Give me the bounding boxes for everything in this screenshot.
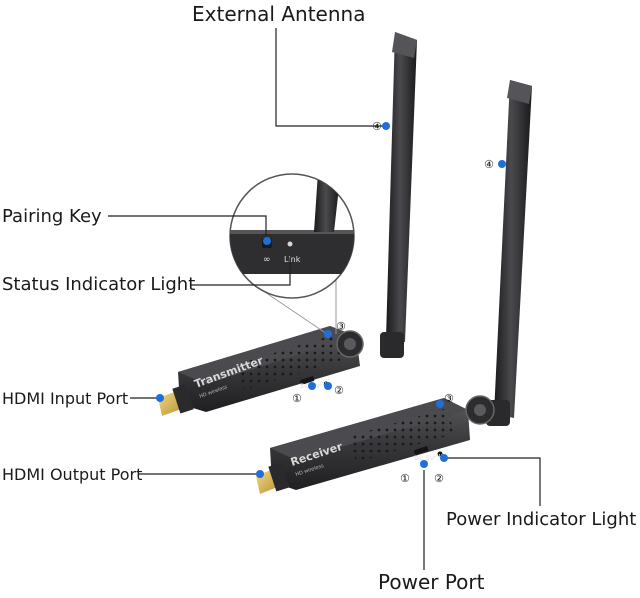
marker-1-rx: ① (400, 472, 410, 485)
leader-power-indicator (444, 457, 541, 506)
marker-3-rx: ③ (444, 392, 454, 405)
transmitter-device (158, 326, 364, 416)
marker-2-tx: ② (334, 384, 344, 397)
dot-rx-power-port (420, 460, 428, 468)
label-hdmi-input-port: HDMI Input Port (2, 389, 129, 408)
leader-pairing-key (108, 215, 267, 236)
pairing-symbol-text: ∞ (263, 255, 271, 265)
label-pairing-key: Pairing Key (2, 206, 102, 227)
marker-1-tx: ① (292, 392, 302, 405)
receiver-device (256, 395, 495, 494)
dot-hdmi-input (156, 394, 164, 402)
label-external-antenna: External Antenna (192, 2, 366, 26)
leader-status-light (190, 258, 291, 286)
dot-tx-antenna-mount (324, 330, 332, 338)
transmitter-antenna (380, 32, 417, 358)
dot-pairing-key (263, 237, 271, 245)
label-power-indicator-light: Power Indicator Light (446, 509, 637, 530)
receiver-pwr-text: PWR (434, 454, 446, 460)
marker-4-tx: ④ (372, 120, 382, 133)
receiver-dc5v-text: DC 5V (414, 455, 435, 462)
marker-dots (156, 122, 506, 478)
leader-external-antenna (275, 28, 384, 127)
dot-tx-power-light (324, 382, 332, 390)
dot-tx-antenna (382, 122, 390, 130)
dot-rx-antenna (498, 160, 506, 168)
label-power-port: Power Port (378, 570, 485, 594)
marker-2-rx: ② (434, 472, 444, 485)
receiver-antenna (486, 80, 532, 426)
dot-hdmi-output (256, 470, 264, 478)
dot-tx-power-port (308, 382, 316, 390)
label-hdmi-output-port: HDMI Output Port (2, 465, 143, 484)
dot-rx-antenna-mount (436, 400, 444, 408)
link-text: Link (284, 255, 301, 264)
label-status-indicator-light: Status Indicator Light (2, 274, 196, 295)
magnifier-callout (229, 173, 355, 299)
leader-lines (108, 28, 541, 570)
marker-3-tx: ③ (336, 320, 346, 333)
marker-4-rx: ④ (484, 158, 494, 171)
dot-rx-power-light (440, 454, 448, 462)
